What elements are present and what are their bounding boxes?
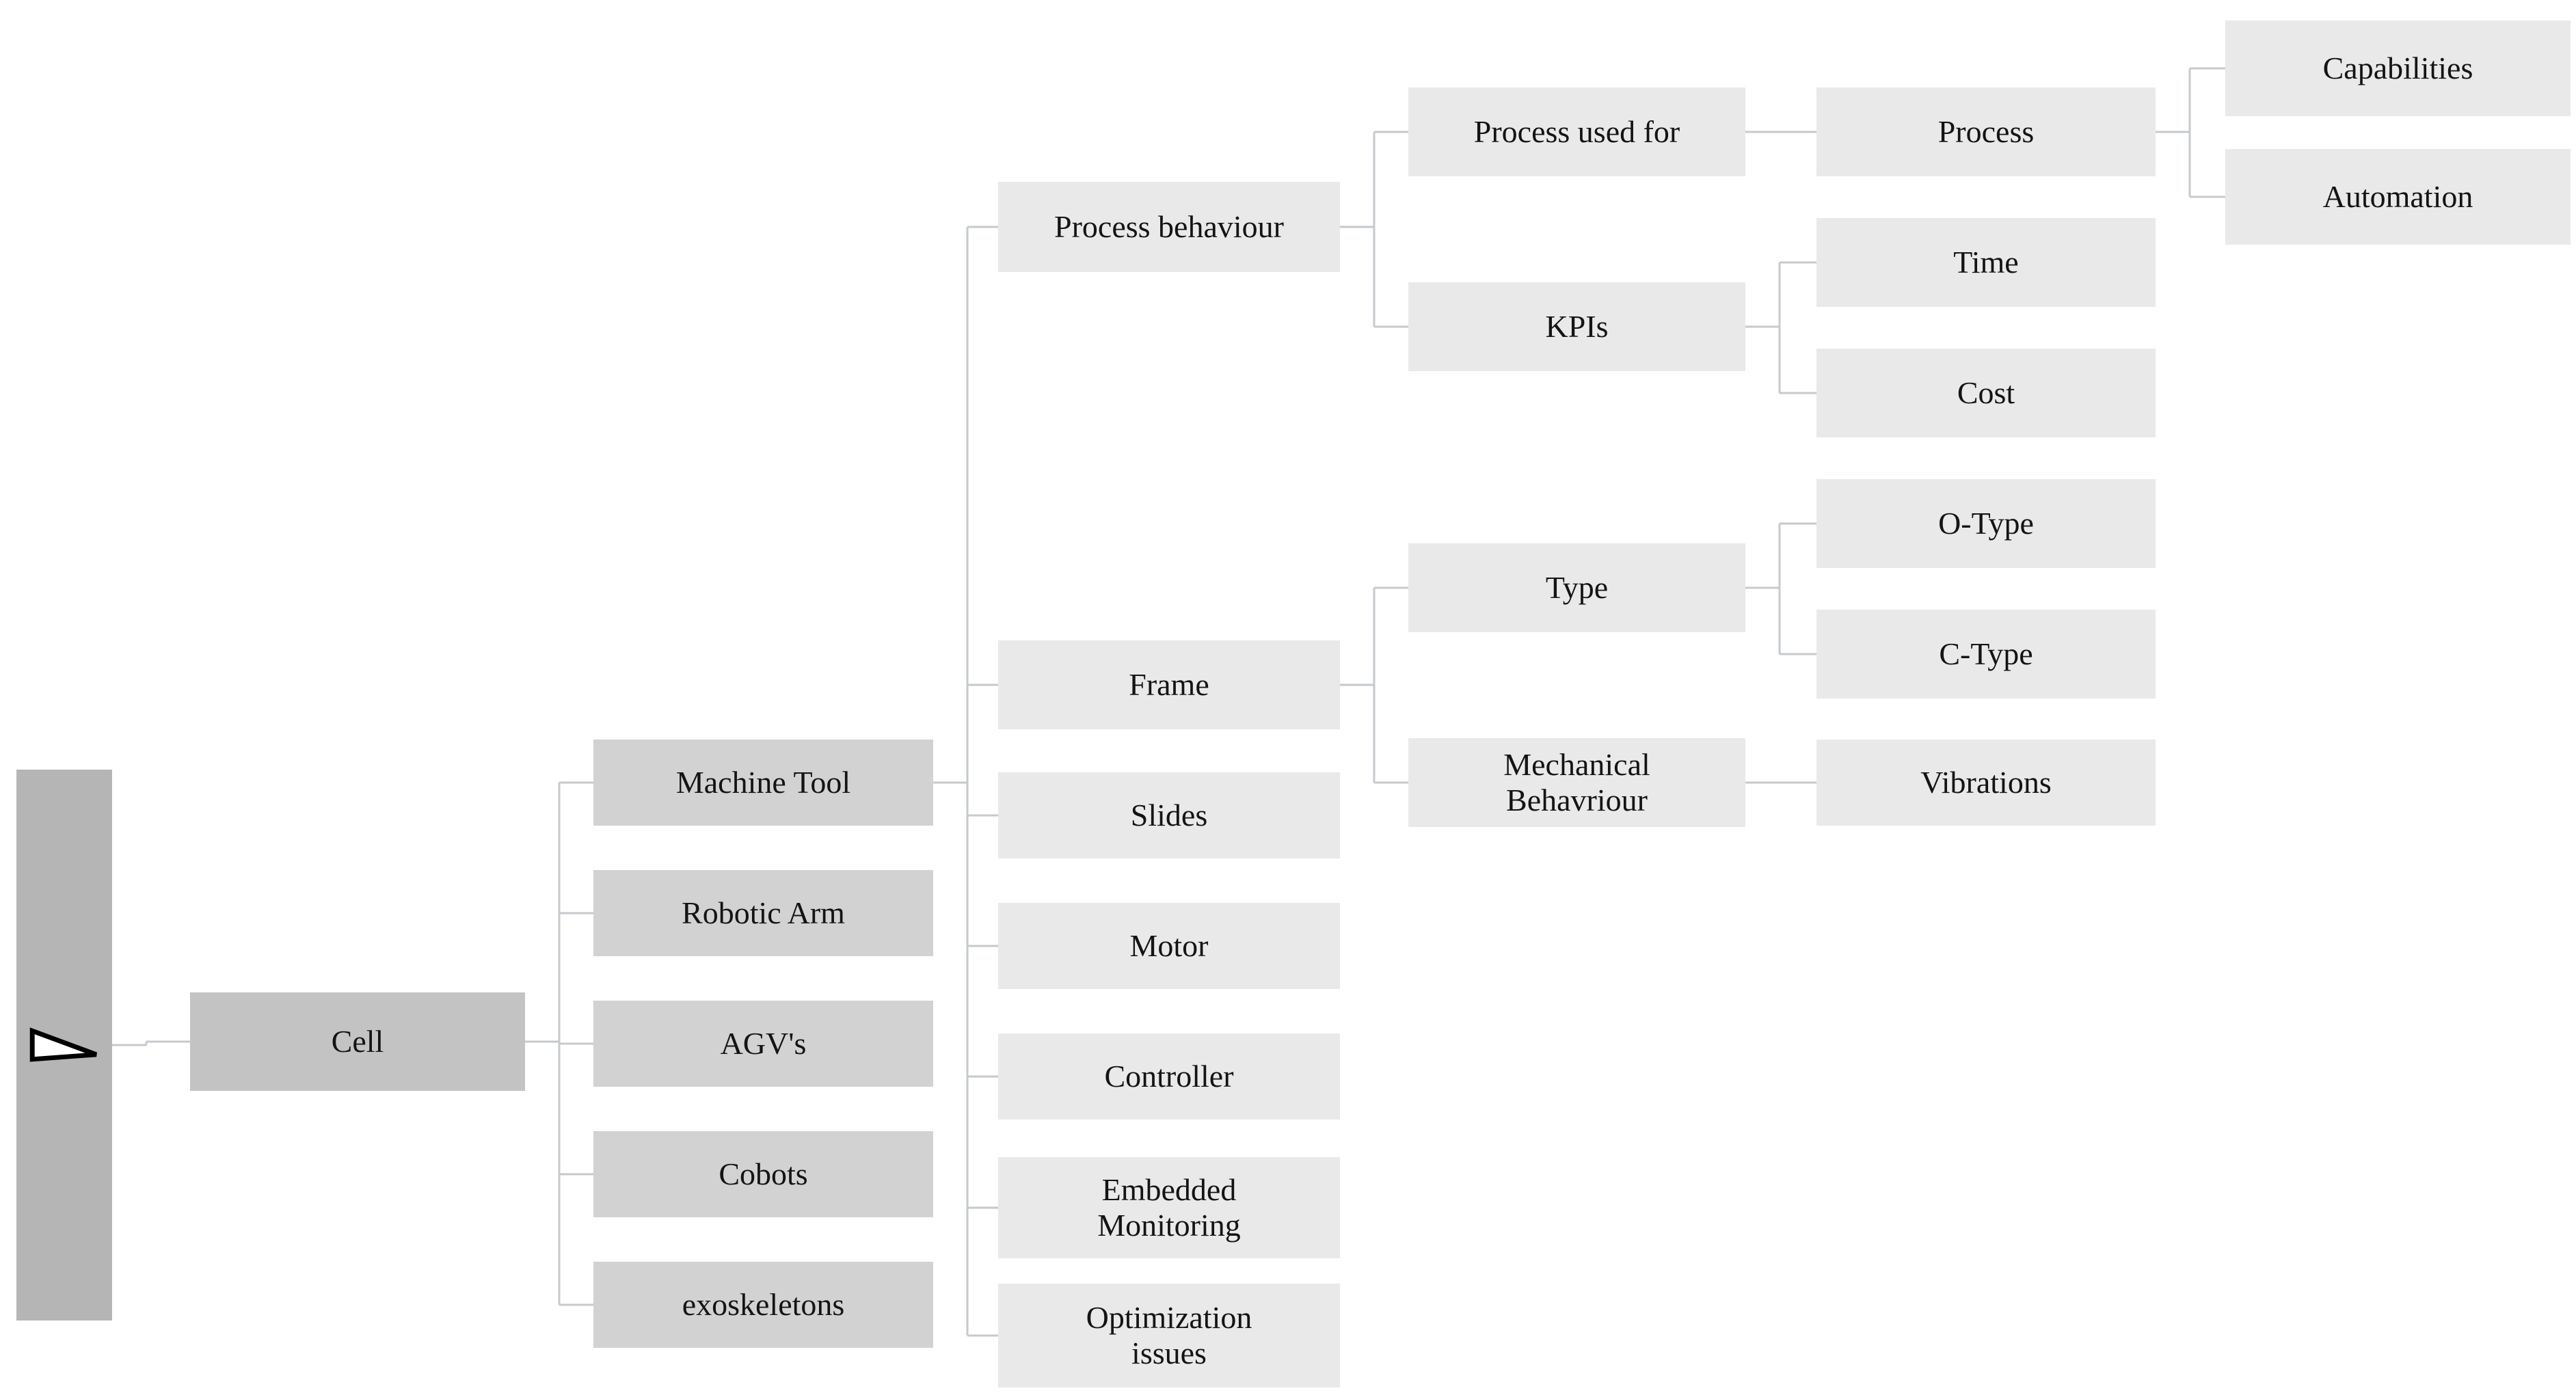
- node-c-type: C-Type: [1816, 610, 2156, 699]
- node-label: Machine Tool: [675, 765, 851, 800]
- node-label: Cost: [1957, 375, 2015, 411]
- node-process: Process: [1816, 87, 2156, 176]
- node-kpis: KPIs: [1408, 282, 1745, 371]
- node-label: Process: [1937, 114, 2035, 150]
- node-process-behaviour: Process behaviour: [998, 182, 1340, 272]
- node-vibrations: Vibrations: [1816, 740, 2156, 826]
- delta-triangle-icon: [29, 1027, 98, 1062]
- node-label: Optimization issues: [1086, 1300, 1252, 1370]
- node-automation: Automation: [2225, 149, 2571, 245]
- node-cost: Cost: [1816, 349, 2156, 437]
- node-process-used-for: Process used for: [1408, 87, 1745, 176]
- node-label: Robotic Arm: [682, 895, 845, 931]
- node-agvs: AGV's: [593, 1001, 933, 1087]
- node-label: Type: [1545, 570, 1609, 606]
- node-label: Controller: [1104, 1059, 1234, 1094]
- node-motor: Motor: [998, 903, 1340, 989]
- node-machine-tool: Machine Tool: [593, 740, 933, 826]
- node-capabilities: Capabilities: [2225, 21, 2571, 116]
- node-label: Frame: [1129, 667, 1209, 703]
- node-label: Embedded Monitoring: [1097, 1172, 1241, 1243]
- node-label: Process used for: [1473, 114, 1680, 150]
- node-label: Capabilities: [2322, 51, 2473, 86]
- node-cell: Cell: [190, 992, 525, 1091]
- node-label: C-Type: [1939, 636, 2033, 672]
- node-label: Process behaviour: [1054, 209, 1284, 245]
- node-label: Vibrations: [1920, 765, 2052, 800]
- node-o-type: O-Type: [1816, 479, 2156, 568]
- node-embedded-monitoring: Embedded Monitoring: [998, 1157, 1340, 1258]
- node-type: Type: [1408, 543, 1745, 632]
- node-label: Mechanical Behavriour: [1503, 747, 1650, 817]
- node-label: Time: [1953, 245, 2019, 280]
- node-robotic-arm: Robotic Arm: [593, 870, 933, 956]
- node-exoskeletons: exoskeletons: [593, 1262, 933, 1348]
- node-label: Cobots: [719, 1156, 808, 1192]
- node-mechanical-behavriour: Mechanical Behavriour: [1408, 738, 1745, 827]
- node-label: O-Type: [1938, 506, 2034, 541]
- node-label: Slides: [1130, 798, 1208, 833]
- node-label: exoskeletons: [682, 1287, 845, 1323]
- node-label: KPIs: [1545, 309, 1609, 344]
- node-label: AGV's: [720, 1026, 807, 1061]
- node-label: Motor: [1129, 928, 1209, 964]
- node-frame: Frame: [998, 640, 1340, 729]
- node-cobots: Cobots: [593, 1131, 933, 1217]
- node-time: Time: [1816, 218, 2156, 307]
- node-label: Automation: [2322, 179, 2473, 215]
- node-label: Cell: [331, 1024, 384, 1059]
- node-optimization-issues: Optimization issues: [998, 1284, 1340, 1387]
- node-slides: Slides: [998, 772, 1340, 858]
- node-root: [16, 770, 112, 1320]
- node-controller: Controller: [998, 1033, 1340, 1120]
